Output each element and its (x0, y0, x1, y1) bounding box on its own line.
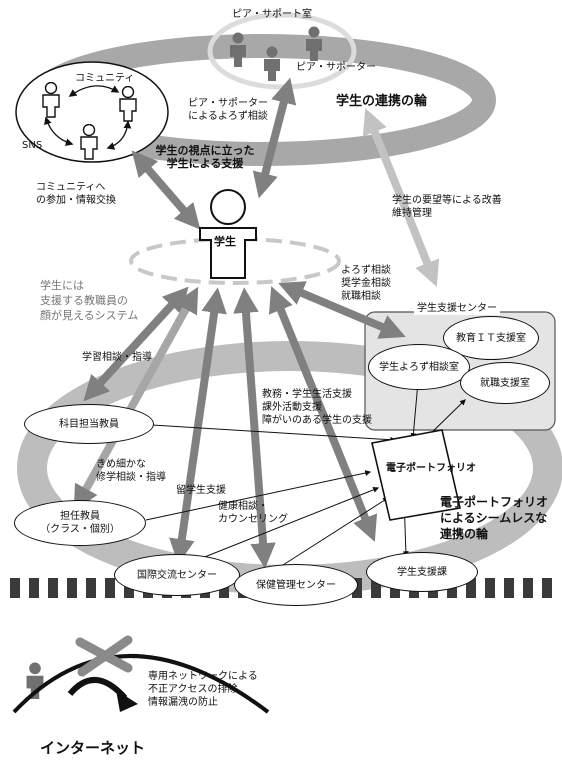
academic-support-arrow (268, 286, 378, 542)
career-support-office: 就職支援室 (460, 362, 550, 404)
portfolio-link-center (410, 380, 421, 440)
homeroom-teacher-node: 担任教員 （クラス・個別） (14, 500, 146, 546)
improvement-label: 学生の要望等による改善 維持管理 (392, 195, 502, 219)
student-dashed-ring (129, 237, 341, 285)
student-ring-title: 学生の連携の輪 (336, 94, 428, 109)
portfolio-link-subject (151, 424, 397, 443)
sns-label: SNS (22, 140, 43, 151)
portfolio-link-intl (181, 486, 380, 567)
health-counsel-label: 健康相談・ カウンセリング (218, 501, 288, 525)
peer-consult-label: ピア・サポーター によるよろず相談 (188, 98, 268, 122)
internet-arc (12, 654, 270, 714)
portfolio-link-health (271, 497, 390, 573)
center-consult-label: よろず相談 奨学金相談 就職相談 (341, 265, 391, 302)
student-label: 学生 (214, 235, 236, 248)
student-support-center-title: 学生支援センター (414, 302, 500, 315)
improvement-arrow (362, 108, 440, 287)
health-center-node: 保健管理センター (234, 564, 358, 606)
community-link-right (106, 120, 132, 150)
portfolio-box (371, 429, 461, 521)
student-figure (199, 189, 257, 279)
block-cross-icon (75, 635, 133, 677)
study-consult-label: 学習相談・指導 (82, 352, 152, 363)
access-arrow (67, 676, 128, 701)
subject-teacher-node: 科目担当教員 (24, 404, 154, 444)
network-security-label: 専用ネットワークによる 不正アクセスの排除 情報漏洩の防止 (148, 671, 258, 708)
student-consultation-office: 学生よろず相談室 (368, 344, 470, 390)
peer-support-arrow (252, 77, 297, 199)
peer-supporter-label: ピア・サポーター (296, 62, 376, 73)
health-arrow (233, 287, 276, 569)
portfolio-label: 電子ポートフォリオ (386, 463, 476, 474)
community-label: コミュニティ (75, 73, 135, 84)
community-participation-label: コミュニティへ の参加・情報交換 (36, 182, 116, 206)
community-exchange-arrow (131, 150, 201, 230)
community-link-left (44, 116, 74, 146)
international-center-node: 国際交流センター (114, 554, 240, 596)
fine-guidance-label: きめ細かな 修学相談・指導 (96, 459, 166, 483)
faculty-visible-label: 学生には 支援する教職員の 顔が見えるシステム (40, 279, 139, 322)
study-abroad-label: 留学生支援 (176, 485, 226, 496)
portfolio-link-homeroom (145, 470, 372, 521)
academic-support-label: 教務・学生生活支援 課外活動支援 障がいのある学生の支援 (262, 389, 372, 426)
student-support-section-node: 学生支援課 (366, 552, 478, 592)
student-support-label: 学生の視点に立った 学生による支援 (155, 144, 255, 170)
peer-support-room-label: ピア・サポート室 (232, 9, 312, 20)
study-abroad-arrow (169, 287, 227, 565)
access-arrowhead (116, 690, 138, 712)
portfolio-ring-title: 電子ポートフォリオ によるシームレスな 連携の輪 (440, 495, 549, 541)
community-link-top (68, 85, 120, 97)
internet-label: インターネット (40, 739, 146, 757)
